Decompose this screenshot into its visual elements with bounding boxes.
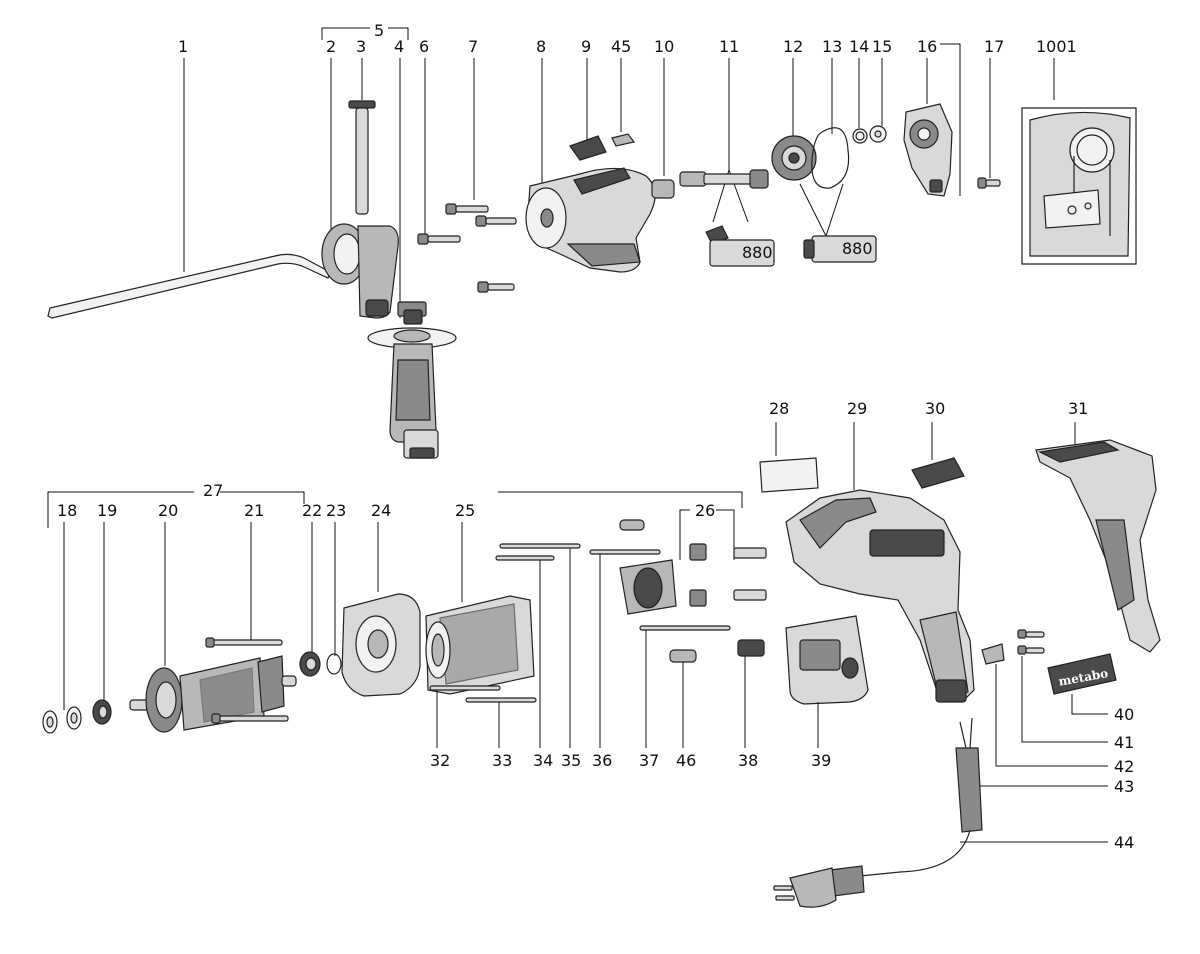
tube-label-1: 880 [742, 243, 773, 262]
rods-32-35 [429, 543, 581, 703]
part-37-rod [639, 625, 731, 631]
label-32: 32 [430, 751, 450, 770]
part-9-knob [569, 135, 607, 161]
label-3: 3 [356, 37, 366, 56]
label-16: 16 [917, 37, 937, 56]
part-18-washers [42, 706, 82, 734]
label-43: 43 [1114, 777, 1134, 796]
label-14: 14 [849, 37, 869, 56]
label-15: 15 [872, 37, 892, 56]
label-27: 27 [203, 481, 223, 500]
label-44: 44 [1114, 833, 1134, 852]
part-38-switch [737, 639, 765, 657]
label-6: 6 [419, 37, 429, 56]
label-29: 29 [847, 399, 867, 418]
part-46-sleeve [669, 649, 697, 663]
label-20: 20 [158, 501, 178, 520]
label-5: 5 [374, 21, 384, 40]
part-10-sleeve [651, 179, 675, 199]
label-11: 11 [719, 37, 739, 56]
part-12-gear [771, 135, 817, 181]
part-31-handle-half [1035, 439, 1161, 653]
middle-labels: 27 18 19 20 21 22 23 24 25 26 28 29 30 3… [57, 399, 1088, 520]
part-19-bearing [92, 699, 112, 725]
part-30-grip-pad [911, 457, 965, 489]
part-22-bearing [299, 651, 321, 677]
part-41-screws [1017, 629, 1045, 655]
part-8-gear-housing [525, 167, 656, 273]
label-34: 34 [533, 751, 553, 770]
part-24-motor-shield [341, 593, 421, 697]
label-13: 13 [822, 37, 842, 56]
part-1001-detail [1021, 107, 1137, 265]
middle-leader-lines [47, 422, 1076, 710]
top-leader-lines [183, 27, 1055, 318]
label-26: 26 [695, 501, 715, 520]
part-17-screw [977, 177, 1001, 189]
part-11-spindle [679, 169, 769, 189]
part-26-brush-holder [619, 543, 767, 615]
part-23-ring [326, 653, 342, 675]
label-45: 45 [611, 37, 631, 56]
label-10: 10 [654, 37, 674, 56]
label-25: 25 [455, 501, 475, 520]
label-2: 2 [326, 37, 336, 56]
grease-tubes: 880 880 [705, 225, 877, 267]
label-38: 38 [738, 751, 758, 770]
label-46: 46 [676, 751, 696, 770]
top-labels: 1 5 2 3 4 6 7 8 9 45 10 11 12 13 14 15 1… [178, 21, 1077, 56]
label-33: 33 [492, 751, 512, 770]
part-4-side-handle [367, 301, 457, 459]
part-42-clamp [981, 643, 1005, 665]
label-7: 7 [468, 37, 478, 56]
label-23: 23 [326, 501, 346, 520]
part-20-armature [129, 655, 297, 733]
part-21-screws [205, 637, 289, 724]
part-13-oring [811, 127, 850, 189]
part-39-switch-unit [785, 615, 869, 705]
part-29-main-housing [785, 489, 975, 703]
label-1001: 1001 [1036, 37, 1077, 56]
part-1-depth-rod [47, 253, 331, 319]
label-22: 22 [302, 501, 322, 520]
label-35: 35 [561, 751, 581, 770]
part-14-ring [852, 128, 868, 144]
label-12: 12 [783, 37, 803, 56]
part-45-clip [611, 133, 636, 147]
label-18: 18 [57, 501, 77, 520]
part-43-44-cable [773, 717, 983, 908]
part-40-brand-plate: metabo [1047, 653, 1117, 695]
label-37: 37 [639, 751, 659, 770]
label-4: 4 [394, 37, 404, 56]
label-31: 31 [1068, 399, 1088, 418]
label-39: 39 [811, 751, 831, 770]
bottom-leader-lines [436, 548, 1108, 843]
label-40: 40 [1114, 705, 1134, 724]
label-9: 9 [581, 37, 591, 56]
tube-label-2: 880 [842, 239, 873, 258]
part-25-stator [425, 595, 535, 695]
bottom-labels: 32 33 34 35 36 37 46 38 39 40 41 42 43 4… [430, 705, 1134, 852]
part-16-bearing-plate [903, 103, 953, 197]
label-19: 19 [97, 501, 117, 520]
label-21: 21 [244, 501, 264, 520]
label-24: 24 [371, 501, 391, 520]
label-1: 1 [178, 37, 188, 56]
part-15-washer [869, 125, 887, 143]
label-36: 36 [592, 751, 612, 770]
part-2-clamp [321, 223, 399, 319]
screws-6-7 [417, 203, 517, 293]
label-8: 8 [536, 37, 546, 56]
label-28: 28 [769, 399, 789, 418]
label-41: 41 [1114, 733, 1134, 752]
part-28-label [759, 457, 819, 493]
part-36-pin [589, 519, 661, 555]
part-3-bolt [348, 100, 376, 215]
label-17: 17 [984, 37, 1004, 56]
label-42: 42 [1114, 757, 1134, 776]
label-30: 30 [925, 399, 945, 418]
